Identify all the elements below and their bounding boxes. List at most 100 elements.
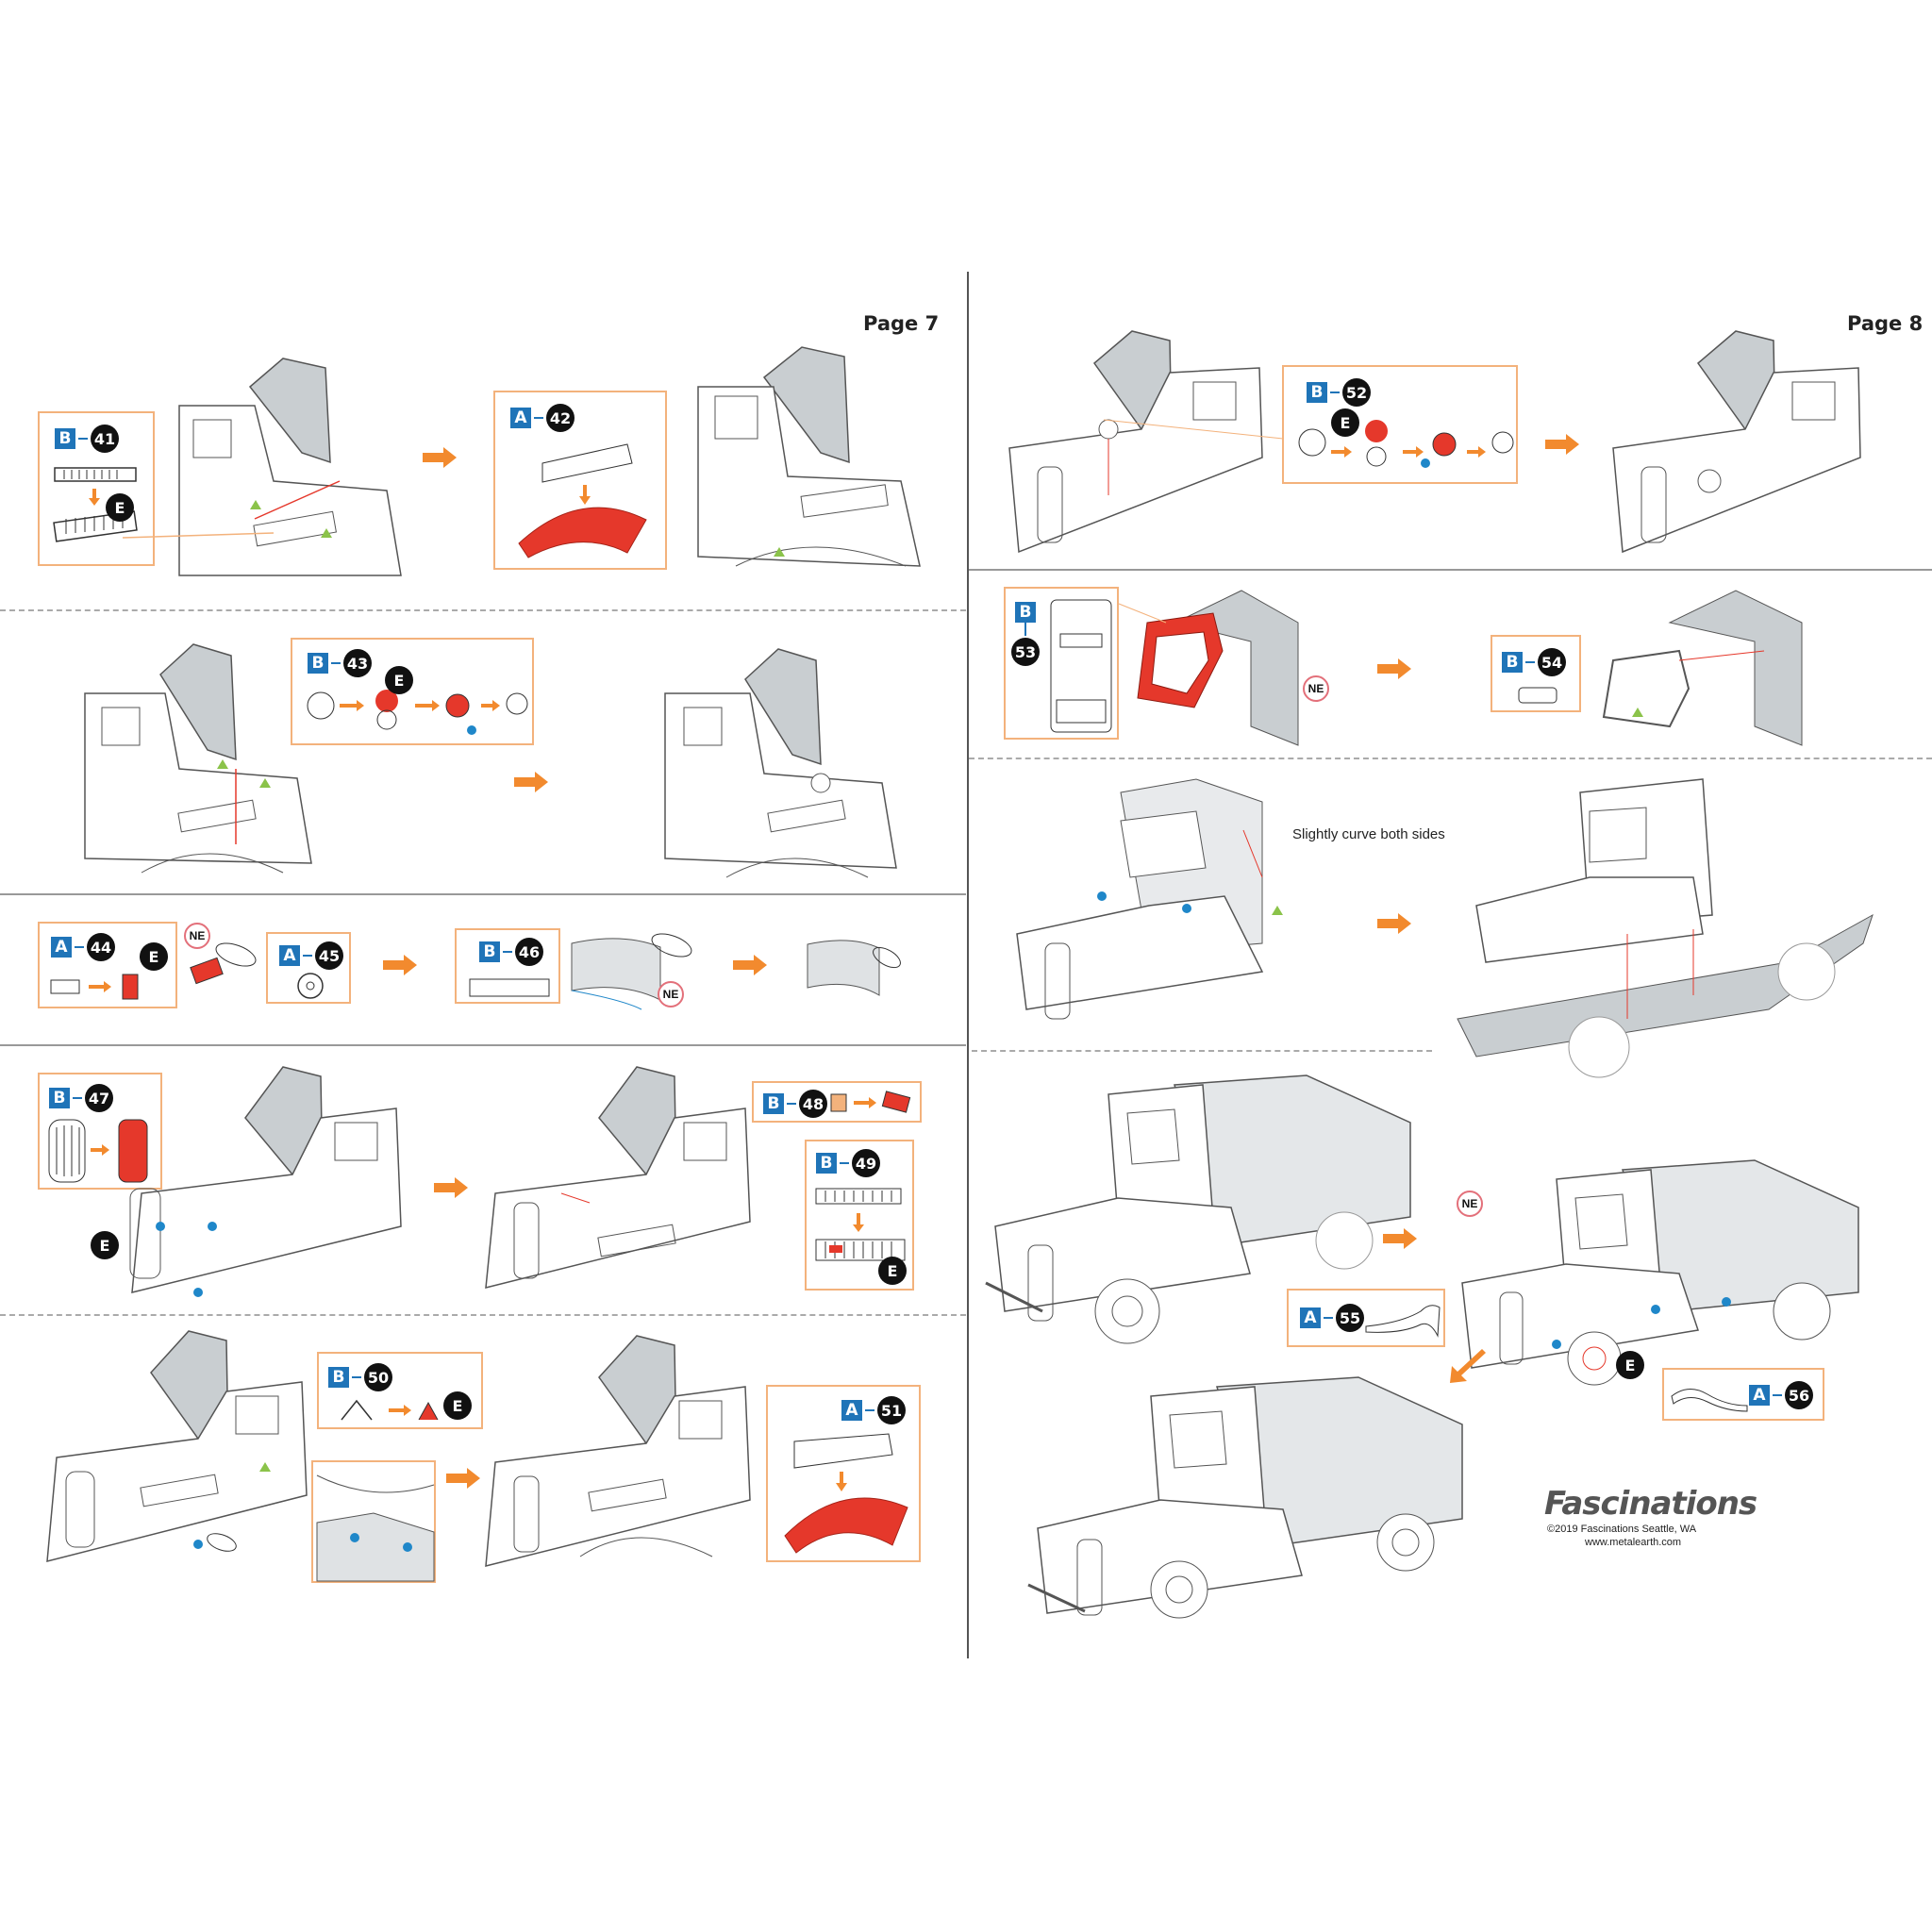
row-divider	[969, 569, 1932, 571]
next-arrow-icon	[423, 447, 457, 468]
next-arrow-icon	[1545, 434, 1579, 455]
dashboard-assembly-illustration	[807, 940, 901, 996]
sheet-letter: B	[1015, 602, 1036, 623]
step-number: 44	[87, 933, 115, 961]
step-56-box: A 56	[1662, 1368, 1824, 1421]
sheet-letter: B	[1502, 652, 1523, 673]
step-number: 56	[1785, 1381, 1813, 1409]
cab-assembly-illustration	[129, 1066, 402, 1297]
step-46-box: B 46	[455, 928, 560, 1004]
step-number: 55	[1336, 1304, 1364, 1332]
step-42-badge: A 42	[510, 404, 575, 432]
marker-ne: NE	[184, 923, 210, 949]
marker-e: E	[385, 666, 413, 694]
step-46-badge: B 46	[479, 938, 543, 966]
cab-assembly-illustration	[1008, 330, 1284, 554]
dashboard-part-icon	[469, 978, 550, 997]
row-divider	[969, 758, 1932, 759]
step-47-badge: B 47	[49, 1084, 113, 1112]
running-board-part-icon	[1365, 1305, 1441, 1338]
sheet-letter: B	[308, 653, 328, 674]
step-number: 42	[546, 404, 575, 432]
marker-e: E	[1616, 1351, 1644, 1379]
row-divider	[0, 893, 966, 895]
sheet-letter: A	[279, 945, 300, 966]
row-divider	[972, 1050, 1432, 1052]
step-42-box: A 42	[493, 391, 667, 570]
sheet-letter: B	[479, 941, 500, 962]
marker-ne: NE	[1457, 1191, 1483, 1217]
step-41-badge: B 41	[55, 425, 119, 453]
step-number: 41	[91, 425, 119, 453]
step-number: 51	[877, 1396, 906, 1424]
step-49-box: B 49 E	[805, 1140, 914, 1291]
sheet-letter: A	[51, 937, 72, 958]
step-number: 47	[85, 1084, 113, 1112]
page-label-left: Page 7	[863, 312, 940, 335]
dashboard-assembly-illustration	[571, 933, 692, 1010]
step-43-badge: B 43	[308, 649, 372, 677]
step-52-box: B 52 E	[1282, 365, 1518, 484]
step-54-box: B 54	[1491, 635, 1581, 712]
cab-assembly-illustration	[697, 346, 921, 567]
sheet-letter: B	[49, 1088, 70, 1108]
next-arrow-icon	[1377, 913, 1411, 934]
next-arrow-icon	[434, 1177, 468, 1198]
page-divider	[967, 272, 969, 1658]
step-48-badge: B 48	[763, 1090, 827, 1118]
cab-assembly-illustration	[46, 1330, 308, 1562]
step-53-box: B 53	[1004, 587, 1119, 740]
step-number: 54	[1538, 648, 1566, 676]
sheet-letter: B	[1307, 382, 1327, 403]
truck-assembly-illustration	[1461, 1159, 1859, 1386]
front-grille-part-icon	[48, 1119, 148, 1183]
sheet-letter: B	[816, 1153, 837, 1174]
row-divider	[0, 1044, 966, 1046]
fender-part-icon	[784, 1433, 908, 1554]
step-52-badge: B 52	[1307, 378, 1371, 407]
completed-truck-illustration	[1027, 1376, 1463, 1619]
step-number: 52	[1342, 378, 1371, 407]
step-number: 48	[799, 1090, 827, 1118]
step-number: 50	[364, 1363, 392, 1391]
truck-assembly-illustration	[985, 1074, 1411, 1344]
windshield-part-icon	[1518, 687, 1557, 704]
detail-box	[311, 1460, 436, 1583]
bracket-detail-illustration	[316, 1474, 435, 1582]
cab-assembly-illustration	[1612, 330, 1861, 554]
bracket-part-icon	[341, 1399, 439, 1421]
cab-assembly-illustration	[1016, 778, 1283, 1020]
steering-column-illustration	[190, 942, 257, 985]
row-divider	[0, 609, 966, 611]
next-arrow-icon	[446, 1468, 480, 1489]
cab-assembly-illustration	[485, 1335, 751, 1567]
next-arrow-icon	[733, 955, 767, 975]
step-49-badge: B 49	[816, 1149, 880, 1177]
marker-e: E	[91, 1231, 119, 1259]
roof-part-icon	[1050, 599, 1112, 733]
next-arrow-icon	[1383, 1228, 1417, 1249]
website: www.metalearth.com	[1585, 1537, 1682, 1548]
marker-e: E	[878, 1257, 907, 1285]
cab-assembly-illustration	[122, 358, 402, 576]
step-50-badge: B 50	[328, 1363, 392, 1391]
step-number: 45	[315, 941, 343, 970]
steering-wheel-icon	[297, 973, 324, 999]
handle-part-icon	[830, 1091, 911, 1113]
cab-assembly-illustration	[84, 643, 312, 874]
sheet-letter: B	[328, 1367, 349, 1388]
step-48-box: B 48	[752, 1081, 922, 1123]
marker-ne: NE	[1303, 675, 1329, 702]
step-number: 53	[1011, 638, 1040, 666]
step-50-box: B 50 E	[317, 1352, 483, 1429]
next-arrow-icon	[1450, 1349, 1486, 1383]
headlight-part-icon	[1298, 420, 1514, 468]
step-47-box: B 47	[38, 1073, 162, 1190]
next-arrow-icon	[514, 772, 548, 792]
next-arrow-icon	[1377, 658, 1411, 679]
fender-part-icon	[518, 443, 647, 558]
side-grille-part-icon	[815, 1188, 906, 1261]
marker-ne: NE	[658, 981, 684, 1008]
copyright: ©2019 Fascinations Seattle, WA	[1547, 1524, 1697, 1535]
